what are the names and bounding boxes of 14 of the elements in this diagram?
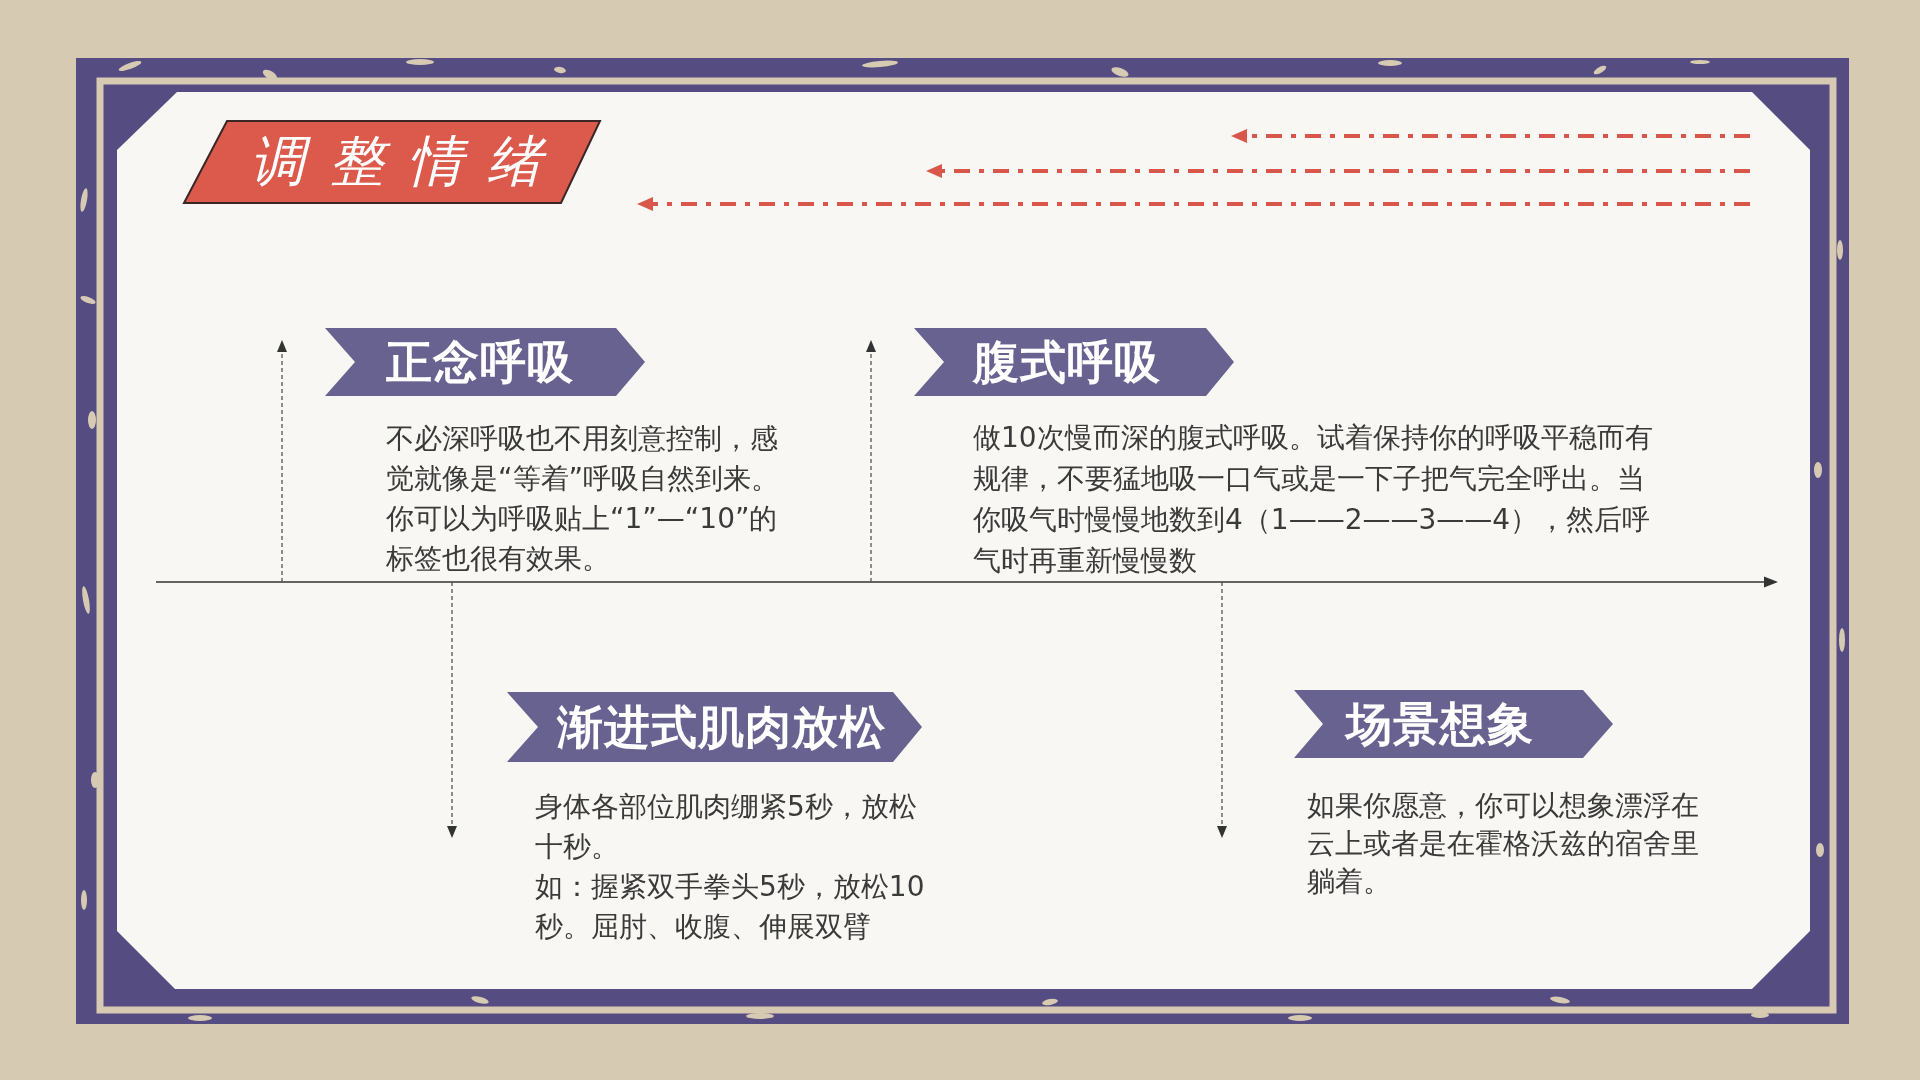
description-text: 不必深呼吸也不用刻意控制，感觉就像是“等着”呼吸自然到来。你可以为呼吸贴上“1”—“10”的标签也很有效果。 — [386, 421, 780, 577]
description-text: 如果你愿意，你可以想象漂浮在云上或者是在霍格沃兹的宿舍里躺着。 — [1307, 788, 1700, 900]
description-text: 做10次慢而深的腹式呼吸。试着保持你的呼吸平稳而有规律，不要猛地吸一口气或是一下子把气完全呼出。当你吸气时慢慢地数到4（1——2——3——4），然后呼气时再重新慢慢数 — [973, 420, 1654, 579]
description-text: 如：握紧双手拳头5秒，放松10秒。屈肘、收腹、伸展双臂 — [535, 869, 926, 945]
banner-heading: 渐进式肌肉放松 — [557, 700, 886, 754]
chevron-banner — [507, 692, 922, 762]
chevron-banner — [914, 328, 1234, 396]
description-text: 身体各部位肌肉绷紧5秒，放松十秒。 — [535, 789, 918, 865]
banner-title: 调整情绪 — [250, 130, 566, 194]
banner-heading: 场景想象 — [1346, 697, 1534, 751]
banner-heading: 腹式呼吸 — [973, 335, 1161, 389]
banner-heading: 正念呼吸 — [386, 335, 574, 389]
title-banner — [184, 121, 600, 203]
chevron-banner — [325, 328, 645, 396]
